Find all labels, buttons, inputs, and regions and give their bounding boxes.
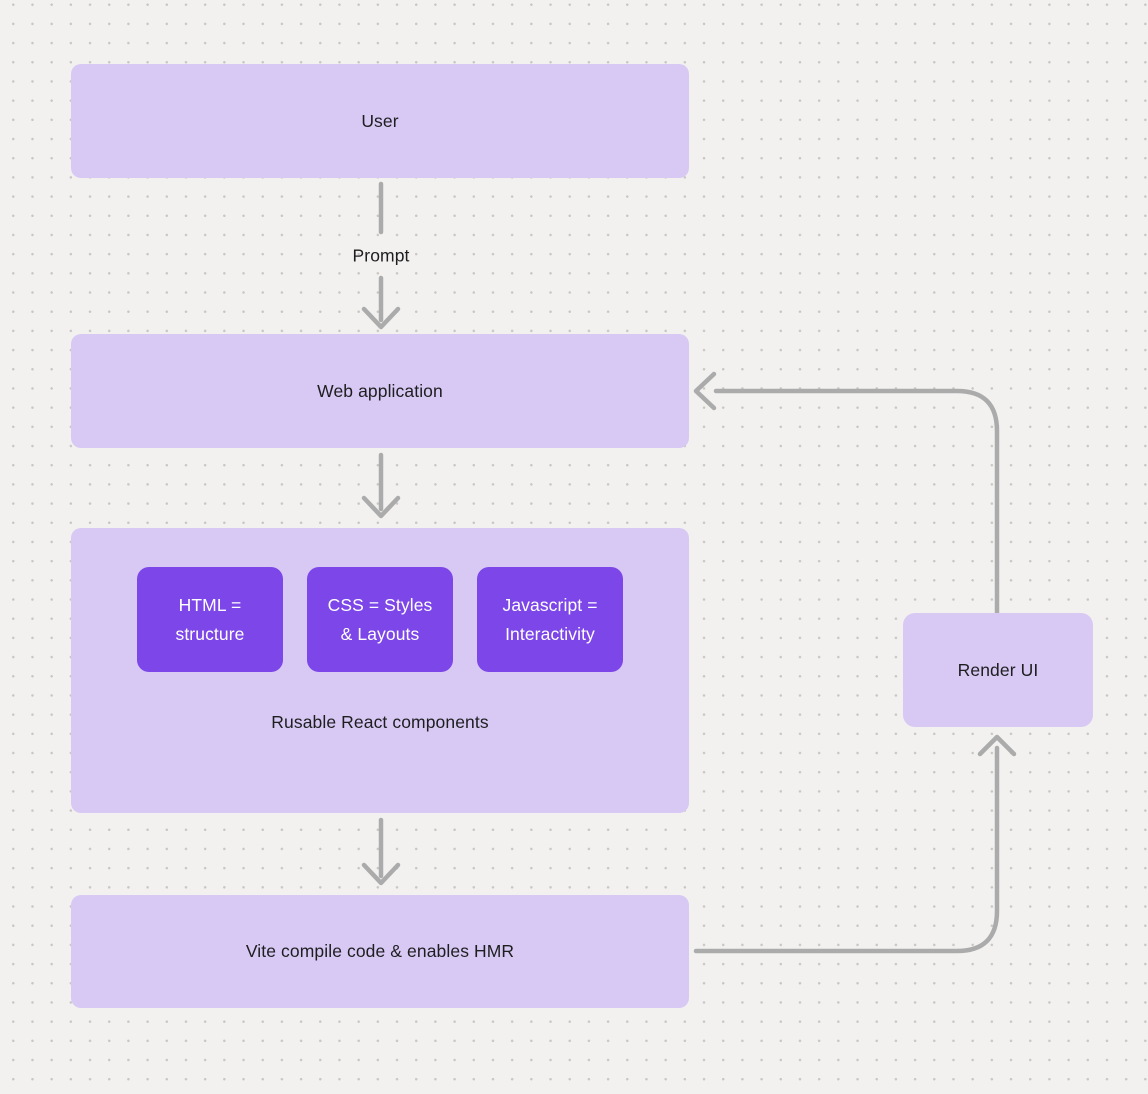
node-render-ui: Render UI <box>903 613 1093 727</box>
chip-row: HTML = structure CSS = Styles & Layouts … <box>71 567 689 672</box>
chip-javascript-line1: Javascript = <box>502 594 598 615</box>
node-user-label: User <box>361 110 399 131</box>
chip-javascript-line2: Interactivity <box>505 623 595 644</box>
chip-html-line2: structure <box>175 623 245 644</box>
node-web-application: Web application <box>71 334 689 448</box>
node-components-group: HTML = structure CSS = Styles & Layouts … <box>71 528 689 813</box>
edge-label-prompt: Prompt <box>352 245 410 266</box>
chip-html-line1: HTML = <box>178 594 242 615</box>
node-user: User <box>71 64 689 178</box>
edge-vite-to-renderui <box>693 734 1017 954</box>
node-vite-label: Vite compile code & enables HMR <box>245 941 515 961</box>
edge-components-to-vite <box>361 817 401 886</box>
node-vite: Vite compile code & enables HMR <box>71 895 689 1008</box>
chip-css-line2: & Layouts <box>340 623 420 644</box>
chip-css: CSS = Styles & Layouts <box>307 567 453 672</box>
chip-css-line1: CSS = Styles <box>327 594 433 615</box>
components-group-caption: Rusable React components <box>271 712 489 732</box>
node-render-ui-label: Render UI <box>957 659 1039 680</box>
edge-webapp-to-components <box>361 452 401 519</box>
edge-renderui-to-webapp <box>693 371 1000 616</box>
chip-html: HTML = structure <box>137 567 283 672</box>
chip-javascript: Javascript = Interactivity <box>477 567 623 672</box>
node-web-application-label: Web application <box>317 380 443 401</box>
